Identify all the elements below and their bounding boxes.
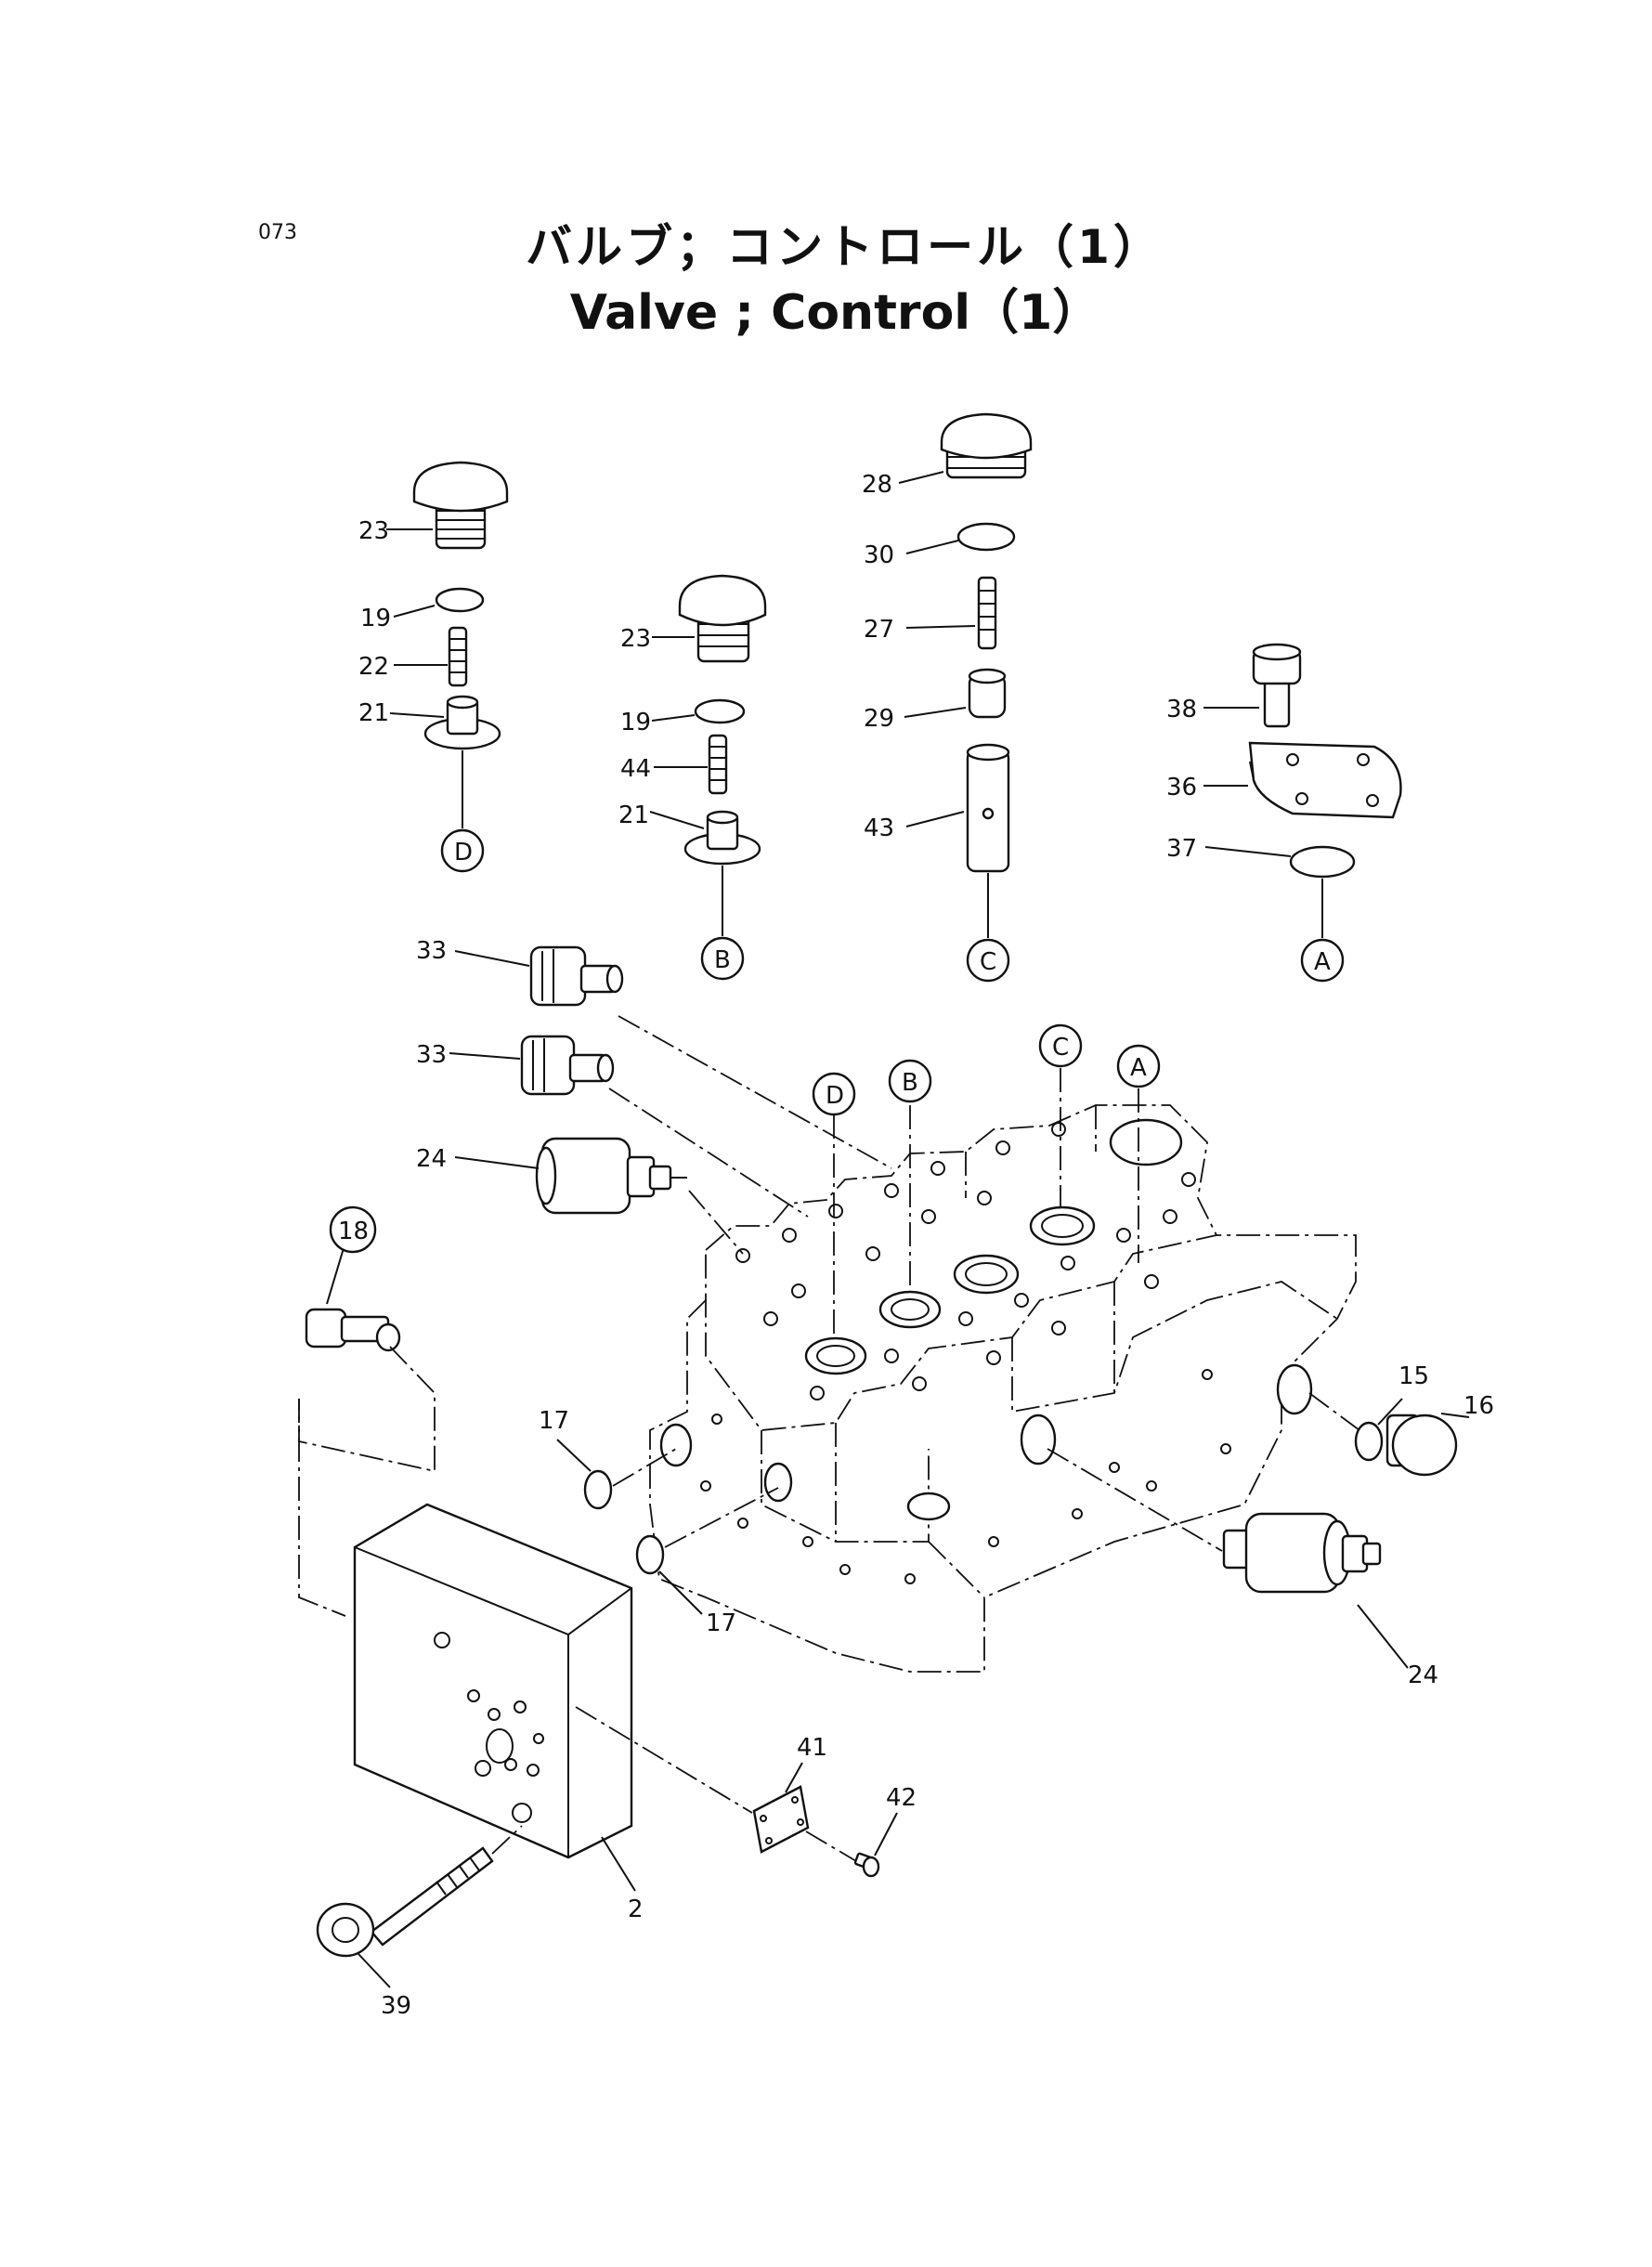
ref-c-body: C (1052, 1034, 1069, 1062)
cover-36 (1248, 741, 1402, 819)
port-c (1029, 1205, 1096, 1246)
subplate-2 (353, 1503, 633, 1859)
callout-33: 33 (416, 937, 447, 965)
oring-19-left (435, 587, 485, 613)
callout-28: 28 (862, 471, 892, 499)
callout-27: 27 (864, 616, 894, 644)
callout-24: 24 (416, 1145, 447, 1173)
oring-19-center (694, 698, 746, 724)
callout-18: 18 (338, 1218, 369, 1245)
check-valve-18 (305, 1308, 401, 1352)
oring-30 (956, 522, 1016, 552)
ref-b-body: B (902, 1069, 918, 1097)
callout-42: 42 (886, 1784, 917, 1812)
plug-23-center (678, 574, 767, 663)
relief-valve-24-right (1222, 1512, 1382, 1594)
oring-17-lower (635, 1534, 665, 1575)
bolt-38 (1252, 643, 1302, 728)
poppet-21-center (683, 810, 761, 866)
callout-30: 30 (864, 541, 894, 569)
callout-2: 2 (628, 1896, 644, 1923)
callout-44: 44 (620, 755, 651, 783)
relief-valve-24-left (535, 1137, 687, 1215)
screw-42 (853, 1852, 880, 1878)
spring-27 (977, 576, 997, 650)
oring-37 (1289, 845, 1356, 879)
callout-19: 19 (620, 709, 651, 736)
callout-21: 21 (358, 699, 389, 727)
port-d (804, 1336, 867, 1375)
callout-37: 37 (1166, 835, 1197, 863)
callout-22: 22 (358, 653, 389, 681)
callout-17: 17 (706, 1609, 736, 1637)
page-title-english: Valve ; Control（1） (569, 285, 1101, 341)
port-b (878, 1290, 942, 1329)
ref-d-top: D (454, 839, 473, 866)
callout-38: 38 (1166, 696, 1197, 723)
callout-18-circle (329, 1205, 377, 1254)
callout-43: 43 (864, 814, 894, 842)
callout-41: 41 (797, 1734, 827, 1762)
ref-c-top: C (980, 948, 996, 976)
spring-22 (448, 626, 468, 687)
plug-23-left (412, 461, 509, 550)
port-c2 (953, 1254, 1020, 1295)
ref-b-top: B (714, 946, 731, 974)
plate-41 (752, 1785, 810, 1854)
callout-21: 21 (618, 801, 649, 829)
callout-24: 24 (1408, 1661, 1438, 1689)
oring-15 (1354, 1421, 1384, 1462)
page-title-japanese: バルブ；コントロール（1） (526, 220, 1164, 274)
callout-23: 23 (358, 517, 389, 545)
callout-19: 19 (360, 605, 391, 632)
valve-body (649, 1104, 1357, 1673)
spring-44 (708, 734, 728, 795)
relief-valve-33-upper (529, 945, 624, 1007)
callout-36: 36 (1166, 774, 1197, 801)
callout-15: 15 (1398, 1362, 1429, 1390)
sleeve-43 (966, 743, 1010, 873)
poppet-29 (968, 668, 1007, 719)
plug-28 (940, 412, 1033, 479)
ref-d-body: D (826, 1082, 844, 1110)
ref-a-top: A (1314, 948, 1331, 976)
oring-17-upper (583, 1469, 613, 1510)
port-a (1109, 1118, 1183, 1166)
callout-29: 29 (864, 705, 894, 733)
poppet-21-left (423, 695, 501, 750)
page-number: 073 (258, 221, 297, 244)
relief-valve-33-lower (520, 1035, 615, 1096)
callout-17: 17 (539, 1407, 569, 1435)
callout-39: 39 (381, 1992, 411, 2020)
ref-a-body: A (1130, 1054, 1147, 1082)
callout-16: 16 (1463, 1392, 1494, 1420)
bolt-39 (316, 1846, 494, 1958)
callout-23: 23 (620, 625, 651, 653)
plug-16 (1385, 1414, 1458, 1477)
callout-33: 33 (416, 1041, 447, 1069)
